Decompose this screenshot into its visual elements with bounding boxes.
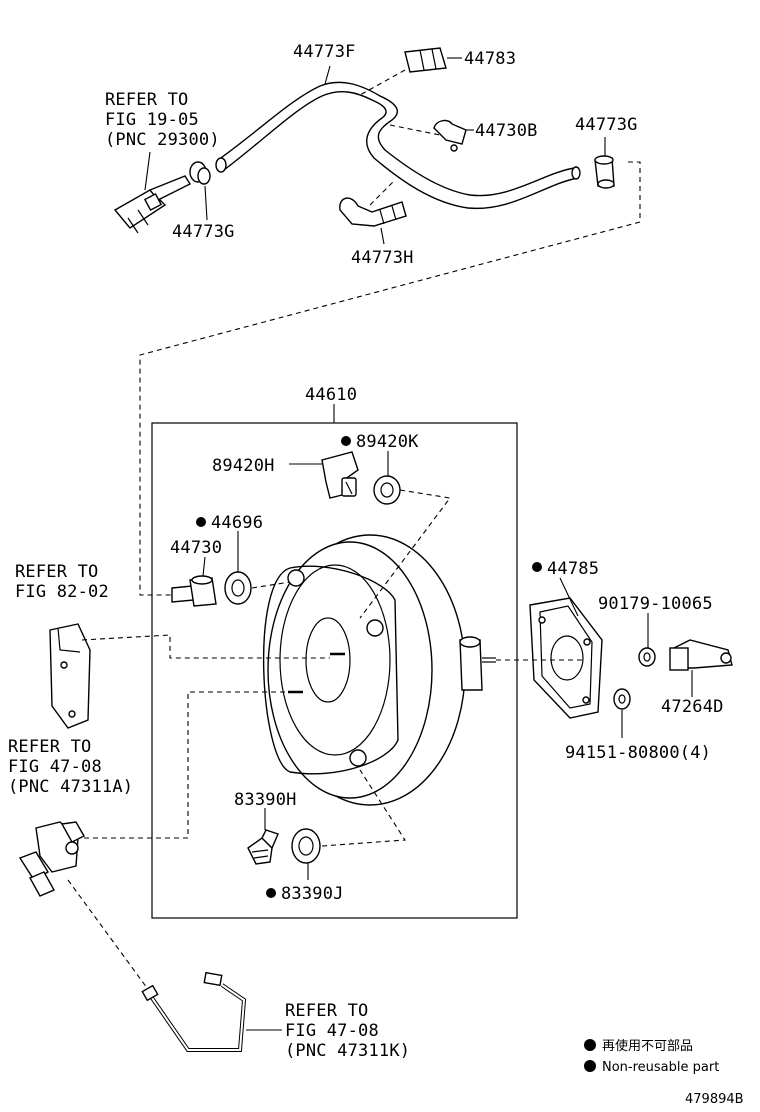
clip-44773H [339, 197, 407, 227]
refer-29300-line1: REFER TO [105, 90, 188, 110]
label-94151: 94151-80800(4) [565, 743, 711, 763]
clamp-44773G-right [594, 155, 615, 189]
pin-90179 [638, 647, 656, 667]
label-44610: 44610 [305, 385, 357, 405]
label-44773H: 44773H [351, 248, 414, 268]
clevis-47264D [669, 639, 733, 671]
nonreusable-dot-44785 [532, 562, 542, 572]
hose-44773F [217, 81, 579, 210]
gasket-83390J [291, 828, 321, 864]
label-47264D: 47264D [661, 697, 724, 717]
dash-83390J [321, 769, 406, 847]
plug-83390H [247, 829, 279, 865]
legend-item-en: Non-reusable part [602, 1060, 719, 1075]
legend-item-jp: 再使用不可部品 [602, 1038, 693, 1054]
label-44730B: 44730B [475, 121, 538, 141]
gasket-44785 [529, 597, 603, 719]
label-44783: 44783 [464, 49, 516, 69]
label-90179: 90179-10065 [598, 594, 713, 614]
dash-44696 [251, 581, 291, 589]
nonreusable-dot-44696 [196, 517, 206, 527]
refer-47311A-line1: REFER TO [8, 737, 91, 757]
label-89420H: 89420H [212, 456, 275, 476]
label-44730: 44730 [170, 538, 222, 558]
label-89420K: 89420K [356, 432, 419, 452]
dash-82-02 [81, 634, 330, 659]
legend: 再使用不可部品 Non-reusable part [584, 1038, 719, 1075]
dash-47311K [67, 879, 151, 993]
grommet-89420K [373, 475, 401, 505]
label-44773F: 44773F [293, 42, 356, 62]
label-44696: 44696 [211, 513, 263, 533]
refer-29300-line2: FIG 19-05 [105, 110, 199, 130]
label-44773G-right: 44773G [575, 115, 638, 135]
grommet-44696 [224, 571, 252, 605]
intake-connector [113, 175, 192, 234]
refer-47311K-line2: FIG 47-08 [285, 1021, 379, 1041]
refer-47311K-line1: REFER TO [285, 1001, 368, 1021]
hose-end [571, 166, 581, 180]
nut-94151 [613, 688, 631, 710]
refer-82-02-line1: REFER TO [15, 562, 98, 582]
refer-47311K-line3: (PNC 47311K) [285, 1041, 410, 1061]
refer-82-02-line2: FIG 82-02 [15, 582, 109, 602]
leader-44785 [559, 577, 579, 617]
label-44785: 44785 [547, 559, 599, 579]
hose-end [215, 157, 227, 173]
label-83390J: 83390J [281, 884, 344, 904]
upper-leader-lines [139, 57, 641, 596]
bracket-82-02 [49, 623, 91, 729]
dash-47311A [84, 691, 302, 839]
master-cylinder-47311A [18, 821, 85, 897]
label-44773G-left: 44773G [172, 222, 235, 242]
check-valve-44730 [171, 575, 217, 607]
vacuum-hose-assembly [113, 47, 615, 234]
refer-47311A-line3: (PNC 47311A) [8, 777, 133, 797]
leader-44730 [202, 556, 206, 577]
figure-id: 479894B [685, 1092, 744, 1107]
refer-29300-line3: (PNC 29300) [105, 130, 220, 150]
nonreusable-dot-89420K [341, 436, 351, 446]
nonreusable-dot-83390J [266, 888, 276, 898]
clip-44783 [404, 47, 447, 73]
clip-44730B [433, 119, 467, 152]
brake-booster [262, 534, 496, 806]
legend-dot-en [584, 1060, 596, 1072]
label-83390H: 83390H [234, 790, 297, 810]
clamp-44773G-left [189, 161, 211, 185]
vacuum-sensor-89420H [321, 451, 359, 499]
upper-labels: 44773F 44783 44730B 44773G 44773G 44773H… [105, 42, 638, 268]
brake-line-47311K [141, 971, 247, 1052]
legend-dot-jp [584, 1039, 596, 1051]
refer-47311A-line2: FIG 47-08 [8, 757, 102, 777]
